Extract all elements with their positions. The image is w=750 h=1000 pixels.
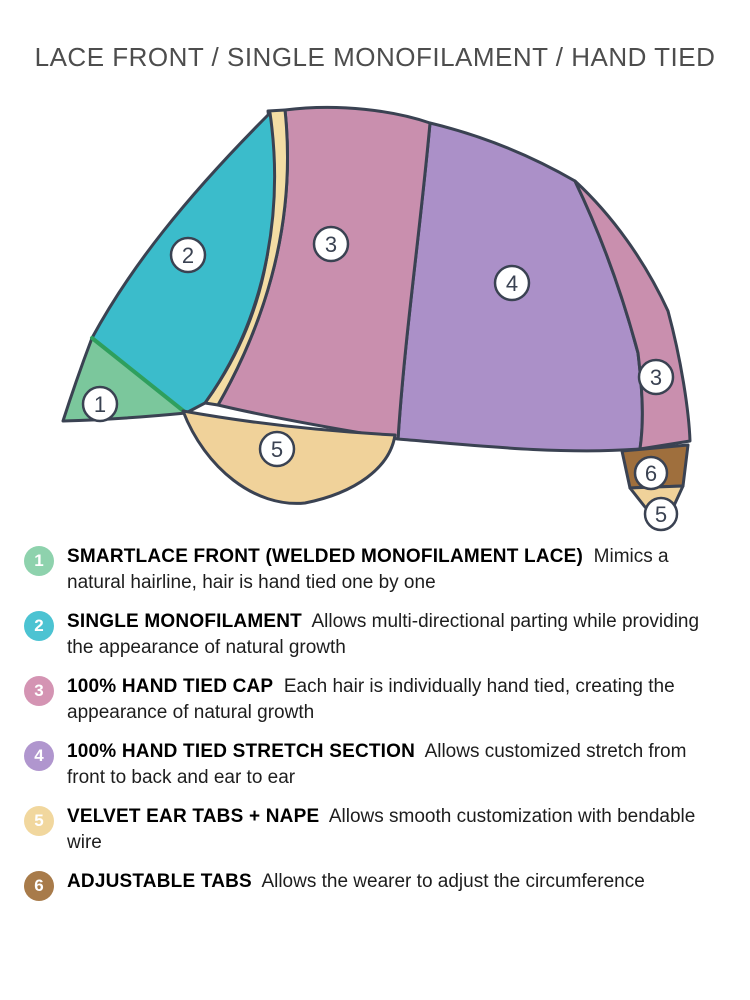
wig-cap-diagram: 1 2 3 4 3 5 6 5	[0, 83, 750, 538]
legend-label-4: 100% HAND TIED STRETCH SECTION	[67, 741, 416, 762]
legend-label-1: SMARTLACE FRONT (WELDED MONOFILAMENT LAC…	[67, 546, 584, 567]
legend-desc-3: Each hair is individually hand tied, cre…	[67, 676, 675, 723]
callout-2: 2	[169, 236, 207, 274]
legend-text-1: SMARTLACE FRONT (WELDED MONOFILAMENT LAC…	[67, 544, 726, 596]
legend-item-velvet-ear-tabs: 5 VELVET EAR TABS + NAPE Allows smooth c…	[24, 804, 726, 856]
legend-desc-4: Allows customized stretch from front to …	[67, 741, 687, 788]
legend-text-5: VELVET EAR TABS + NAPE Allows smooth cus…	[67, 804, 726, 856]
svg-text:2: 2	[182, 243, 194, 268]
svg-text:1: 1	[94, 392, 106, 417]
legend-label-3: 100% HAND TIED CAP	[67, 676, 274, 697]
callout-5-ear-tab: 5	[258, 430, 296, 468]
legend-desc-5: Allows smooth customization with bendabl…	[67, 806, 696, 853]
legend-label-5: VELVET EAR TABS + NAPE	[67, 806, 320, 827]
hairline-edge-line	[90, 336, 188, 415]
callout-1: 1	[81, 385, 119, 423]
callout-3-front: 3	[312, 225, 350, 263]
legend-item-stretch-section: 4 100% HAND TIED STRETCH SECTION Allows …	[24, 739, 726, 791]
legend-text-2: SINGLE MONOFILAMENT Allows multi-directi…	[67, 609, 726, 661]
legend-badge-2: 2	[24, 611, 54, 641]
legend-text-3: 100% HAND TIED CAP Each hair is individu…	[67, 674, 726, 726]
legend-desc-2: Allows multi-directional parting while p…	[67, 611, 700, 658]
legend-desc-1: Mimics a natural hairline, hair is hand …	[67, 546, 669, 593]
legend-text-6: ADJUSTABLE TABS Allows the wearer to adj…	[67, 869, 645, 895]
svg-text:5: 5	[271, 437, 283, 462]
legend-item-smartlace-front: 1 SMARTLACE FRONT (WELDED MONOFILAMENT L…	[24, 544, 726, 596]
legend-desc-6: Allows the wearer to adjust the circumfe…	[261, 871, 645, 892]
svg-text:3: 3	[650, 365, 662, 390]
legend-badge-5: 5	[24, 806, 54, 836]
wig-cap-illustration: 1 2 3 4 3 5 6 5	[61, 105, 692, 532]
svg-text:6: 6	[645, 461, 657, 486]
legend-text-4: 100% HAND TIED STRETCH SECTION Allows cu…	[67, 739, 726, 791]
page-title: LACE FRONT / SINGLE MONOFILAMENT / HAND …	[34, 42, 716, 72]
legend-item-single-monofilament: 2 SINGLE MONOFILAMENT Allows multi-direc…	[24, 609, 726, 661]
legend-badge-6: 6	[24, 871, 54, 901]
legend-label-2: SINGLE MONOFILAMENT	[67, 611, 302, 632]
callout-6: 6	[633, 455, 669, 491]
svg-text:5: 5	[655, 502, 667, 527]
legend-item-hand-tied-cap: 3 100% HAND TIED CAP Each hair is indivi…	[24, 674, 726, 726]
legend-label-6: ADJUSTABLE TABS	[67, 871, 252, 892]
legend-item-adjustable-tabs: 6 ADJUSTABLE TABS Allows the wearer to a…	[24, 869, 726, 901]
svg-text:4: 4	[506, 271, 518, 296]
legend-badge-3: 3	[24, 676, 54, 706]
legend: 1 SMARTLACE FRONT (WELDED MONOFILAMENT L…	[0, 538, 750, 901]
svg-text:3: 3	[325, 232, 337, 257]
callout-4: 4	[493, 264, 531, 302]
legend-badge-4: 4	[24, 741, 54, 771]
callout-5-nape: 5	[643, 496, 679, 532]
legend-badge-1: 1	[24, 546, 54, 576]
callout-3-back: 3	[637, 358, 675, 396]
